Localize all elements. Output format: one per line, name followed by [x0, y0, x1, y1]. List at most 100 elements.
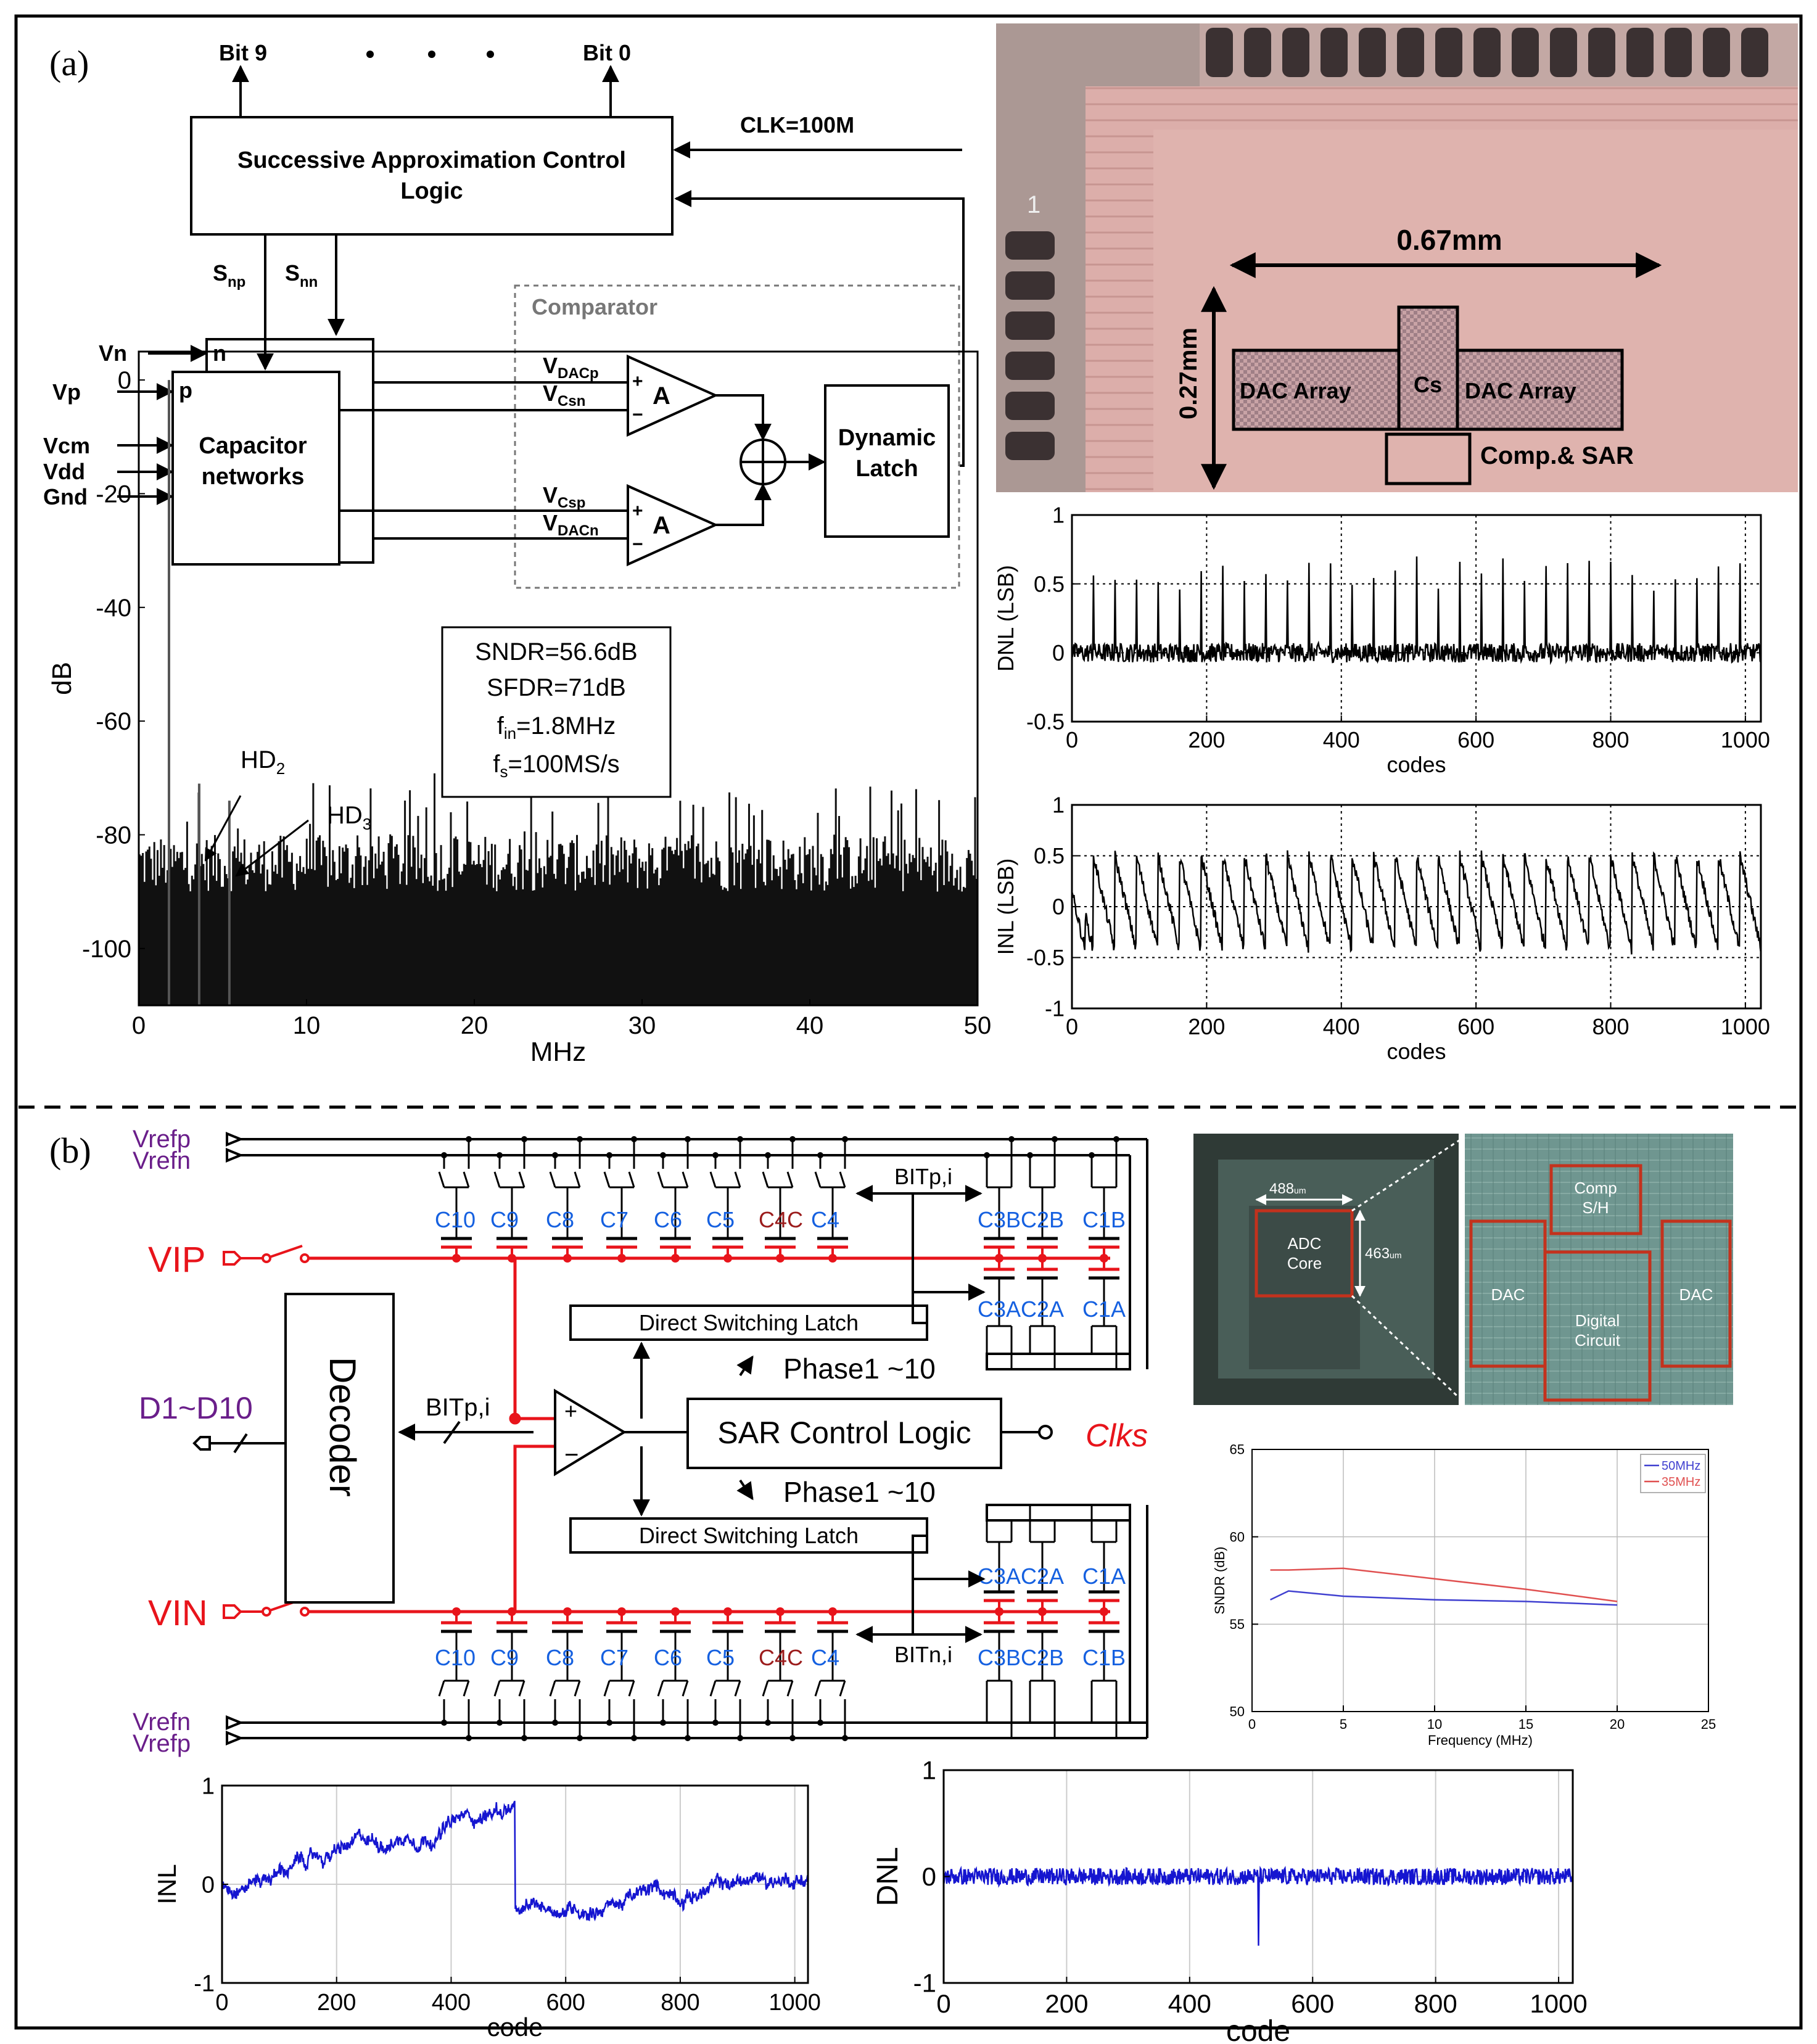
- comparator-dashed-box: [514, 284, 960, 589]
- vin-switch-node: [262, 1607, 271, 1617]
- bitp-to-latch: [912, 1193, 927, 1324]
- cap-bottom-label: C10: [435, 1645, 476, 1670]
- x-tick-label: 0: [215, 1990, 228, 2016]
- sndr-legend-box: [1640, 1454, 1706, 1493]
- ellipsis-dot: [487, 51, 494, 58]
- y-tick-label: 0.5: [1034, 571, 1065, 596]
- hd2-label: HD2: [241, 746, 285, 778]
- x-tick-label: 600: [1457, 727, 1494, 752]
- x-tick-label: 600: [1291, 1989, 1334, 2018]
- hd3-label: HD3: [327, 802, 371, 833]
- adc-core-zoom-photo: [1465, 1134, 1733, 1405]
- y-tick-label: -20: [96, 480, 131, 508]
- cap-right-top-label: C2B: [1021, 1207, 1064, 1232]
- fs-annotation: fs=100MS/s: [493, 751, 619, 781]
- die-core-area: [1153, 130, 1798, 492]
- ellipsis-dot: [428, 51, 435, 58]
- x-tick-label: 0: [1066, 1014, 1078, 1039]
- cap-bottom-label: C9: [490, 1645, 519, 1670]
- x-tick-label: 10: [293, 1012, 321, 1039]
- noise-floor-bars: [138, 761, 978, 1005]
- dac-right-label: DAC: [1679, 1285, 1713, 1304]
- y-tick-label: 0: [1052, 640, 1065, 666]
- y-tick-label: -60: [96, 708, 131, 735]
- dsl-top-label: Direct Switching Latch: [639, 1310, 859, 1335]
- x-tick-label: 400: [1168, 1989, 1211, 2018]
- cap-bottom-switch: [814, 1680, 822, 1697]
- amp-top: [627, 354, 719, 437]
- cap-bottom-switch: [786, 1680, 794, 1697]
- capnet-line2: networks: [202, 464, 305, 490]
- cap-right-top-label: C1B: [1082, 1207, 1126, 1232]
- comp-sar-label: Comp.& SAR: [1480, 442, 1634, 469]
- x-axis-label: code: [1226, 2015, 1290, 2044]
- die-width-label: 0.67mm: [1396, 224, 1502, 256]
- cs-label: Cs: [1414, 372, 1442, 397]
- x-tick-label: 0: [1066, 727, 1078, 752]
- y-axis-label: DNL (LSB): [993, 565, 1018, 672]
- cap-top-label: C6: [654, 1207, 682, 1232]
- y-tick-label: 0.5: [1034, 843, 1065, 868]
- dac-left-label: DAC: [1491, 1285, 1525, 1304]
- amp-bottom-label: A: [653, 512, 670, 539]
- vdacp-label: VDACp: [543, 353, 599, 382]
- comp-sh-box: [1549, 1164, 1642, 1235]
- y-tick-label: 1: [202, 1773, 215, 1799]
- vip-switch: [266, 1245, 303, 1259]
- cap-top-label: C9: [490, 1207, 519, 1232]
- x-tick-label: 5: [1340, 1716, 1347, 1732]
- cap-top-switch: [574, 1171, 581, 1188]
- cap-bottom-switch: [603, 1680, 611, 1697]
- cap-top-label: C5: [706, 1207, 735, 1232]
- vip-label: VIP: [148, 1240, 206, 1280]
- decoder-label: Decoder: [322, 1357, 363, 1497]
- p-label: p: [179, 377, 192, 403]
- axes-frame: [1251, 1449, 1709, 1712]
- latch-feedback-line: [674, 190, 965, 467]
- decoder-box: [284, 1293, 395, 1604]
- x-tick-label: 1000: [1721, 727, 1770, 752]
- comparator-label: Comparator: [532, 294, 657, 319]
- latch-line2: Latch: [855, 456, 918, 482]
- sar-adc-block-diagram: [117, 65, 965, 589]
- right-mid-loop-top: [986, 1353, 1131, 1370]
- cap-right-bottom-label: C2B: [1021, 1645, 1064, 1670]
- y-tick-label: 65: [1230, 1442, 1245, 1457]
- cap-bottom-label: C4: [811, 1645, 839, 1670]
- cap-top-switch: [839, 1171, 846, 1188]
- sa-control-logic-box: [190, 116, 674, 236]
- vin-switch-node: [300, 1607, 310, 1617]
- phase-top-arrow: [736, 1355, 754, 1377]
- d-output-label: D1~D10: [139, 1391, 253, 1425]
- dac-right-box: [1660, 1219, 1732, 1368]
- d-out-port: [192, 1436, 211, 1451]
- bus-slash: [443, 1420, 461, 1444]
- y-axis-label: INL: [152, 1864, 181, 1904]
- clks-label: Clks: [1086, 1418, 1148, 1454]
- y-tick-label: -80: [96, 822, 131, 849]
- y-tick-label: -1: [1045, 996, 1065, 1021]
- amp-bottom-minus: −: [632, 534, 643, 554]
- dsl-bottom-label: Direct Switching Latch: [639, 1523, 859, 1548]
- x-tick-label: 400: [1323, 727, 1360, 752]
- sndr-series-35MHz: [1270, 1567, 1618, 1602]
- x-tick-label: 1000: [768, 1990, 821, 2016]
- cap-top-switch: [762, 1171, 769, 1188]
- cap-right-low-label: C1A: [1082, 1564, 1126, 1589]
- amp-bottom-plus: +: [632, 501, 643, 521]
- sndr-annotation: SNDR=56.6dB: [475, 638, 637, 666]
- y-tick-label: 0: [922, 1862, 936, 1891]
- phase-bottom-label: Phase1 ~10: [783, 1476, 936, 1508]
- vcsn-label: VCsn: [543, 381, 585, 410]
- cap-top-switch: [493, 1171, 501, 1188]
- cs-region: [1397, 305, 1459, 431]
- vin-port: [223, 1604, 242, 1619]
- vrefp-top-port: [226, 1132, 244, 1147]
- y-tick-label: 0: [118, 367, 131, 394]
- cap-bottom-label: C5: [706, 1645, 735, 1670]
- vn-label: Vn: [99, 340, 127, 366]
- die-photo-a: 1 0.67mm 0.27mm DAC Array DAC Array Cs C…: [996, 23, 1798, 492]
